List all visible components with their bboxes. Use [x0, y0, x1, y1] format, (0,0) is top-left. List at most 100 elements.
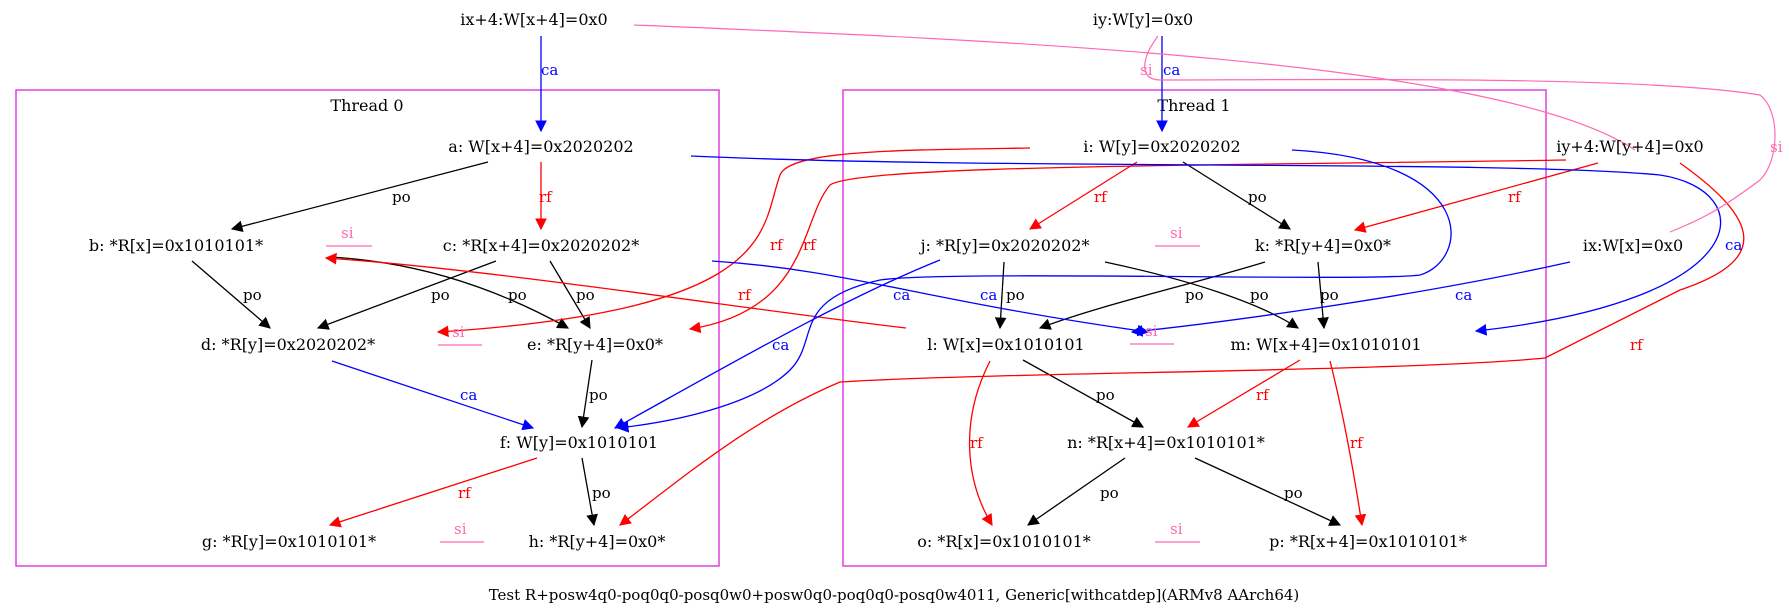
node-c: c: *R[x+4]=0x2020202*: [443, 236, 639, 255]
edge-si-iy-iy4: [1144, 35, 1776, 233]
label-si-ix4-iy4: si: [1140, 61, 1153, 79]
label-ca-ix-l: ca: [1455, 286, 1472, 304]
label-po-k-l: po: [1185, 286, 1204, 304]
edge-rf-f-g: [328, 457, 538, 528]
node-n: n: *R[x+4]=0x1010101*: [1067, 433, 1265, 452]
label-si-t0-mid: si: [452, 323, 465, 341]
edge-po-l-n: [1022, 359, 1145, 428]
label-si-t0-upper: si: [341, 224, 354, 242]
edge-rf-i-j: [1029, 161, 1138, 230]
label-rf-i-d: rf: [770, 236, 784, 254]
label-po-k-m: po: [1320, 286, 1339, 304]
edge-po-c-e: [549, 260, 591, 330]
node-g: g: *R[y]=0x1010101*: [202, 532, 376, 551]
edge-si-ix4-iy4: [633, 24, 1636, 151]
label-po-l-n: po: [1096, 386, 1115, 404]
label-si-t0-lower: si: [454, 520, 467, 538]
thread-1-title: Thread 1: [1157, 96, 1230, 115]
edge-ca-c-l: [711, 260, 1150, 337]
label-si-t1-lower: si: [1170, 520, 1183, 538]
label-po-c-e: po: [576, 286, 595, 304]
edge-po-j-l: [994, 261, 1007, 330]
edge-po-c-d: [316, 260, 497, 330]
label-po-a-b: po: [392, 188, 411, 206]
node-iy4: iy+4:W[y+4]=0x0: [1556, 137, 1703, 156]
edge-po-n-p: [1194, 457, 1342, 526]
edge-po-i-k: [1182, 161, 1291, 230]
edge-po-k-m: [1317, 261, 1329, 330]
label-po-b-e: po: [508, 286, 527, 304]
edge-ca-i-f: [616, 149, 1452, 433]
node-h: h: *R[y+4]=0x0*: [529, 532, 666, 551]
edge-rf-iy4-e: [688, 159, 1567, 334]
label-po-f-h: po: [592, 484, 611, 502]
edge-po-k-l: [1038, 261, 1266, 330]
node-ix: ix:W[x]=0x0: [1583, 236, 1683, 255]
label-rf-a-c: rf: [539, 188, 553, 206]
thread-0-title: Thread 0: [330, 96, 403, 115]
edge-ca-j-f: [613, 259, 941, 429]
node-e: e: *R[y+4]=0x0*: [527, 335, 663, 354]
edge-rf-l-o: [968, 360, 993, 527]
edge-rf-iy4-k: [1353, 162, 1599, 233]
thread-1-cluster: [842, 89, 1547, 567]
label-ca-j-f: ca: [772, 336, 789, 354]
label-ca-c-l: ca: [980, 286, 997, 304]
node-p: p: *R[x+4]=0x1010101*: [1269, 532, 1467, 551]
label-rf-m-n: rf: [1256, 386, 1270, 404]
label-ca-a-m: ca: [1725, 236, 1742, 254]
label-rf-m-p: rf: [1350, 434, 1364, 452]
label-rf-iy4-k: rf: [1508, 188, 1522, 206]
label-po-i-k: po: [1248, 188, 1267, 206]
label-po-j-m: po: [1250, 286, 1269, 304]
edge-ca-a-m: [690, 155, 1722, 336]
label-rf-iy4-e: rf: [803, 236, 817, 254]
edge-rf-l-b: [324, 252, 907, 329]
label-po-j-l: po: [1006, 286, 1025, 304]
node-i: i: W[y]=0x2020202: [1083, 137, 1240, 156]
label-rf-l-b: rf: [738, 286, 752, 304]
node-m: m: W[x+4]=0x1010101: [1230, 335, 1421, 354]
edge-po-b-d: [191, 260, 271, 329]
label-ca-ix4-a: ca: [541, 61, 558, 79]
node-iy: iy:W[y]=0x0: [1093, 10, 1193, 29]
label-po-b-d: po: [243, 286, 262, 304]
label-po-n-o: po: [1100, 484, 1119, 502]
edge-rf-m-p: [1329, 360, 1367, 527]
node-l: l: W[x]=0x1010101: [927, 335, 1084, 354]
edge-rf-m-n: [1186, 359, 1301, 428]
node-o: o: *R[x]=0x1010101*: [917, 532, 1091, 551]
label-si-t1-mid: si: [1145, 322, 1158, 340]
node-d: d: *R[y]=0x2020202*: [201, 335, 375, 354]
label-rf-l-o: rf: [970, 434, 984, 452]
label-po-e-f: po: [589, 386, 608, 404]
node-ix4: ix+4:W[x+4]=0x0: [460, 10, 607, 29]
label-si-iy-iy4: si: [1770, 138, 1783, 156]
edge-po-n-o: [1027, 457, 1126, 526]
edge-po-e-f: [577, 359, 593, 429]
label-rf-i-j: rf: [1094, 188, 1108, 206]
edge-po-j-m: [1104, 261, 1299, 329]
graph-caption: Test R+posw4q0-poq0q0-posq0w0+posw0q0-po…: [489, 586, 1300, 604]
node-b: b: *R[x]=0x1010101*: [89, 236, 263, 255]
label-po-n-p: po: [1284, 484, 1303, 502]
label-ca-i-f: ca: [893, 286, 910, 304]
edge-ca-ix-l: [1130, 261, 1571, 337]
label-rf-f-g: rf: [458, 484, 472, 502]
edge-ca-d-f: [331, 360, 535, 431]
thread-0-cluster: [15, 89, 720, 567]
node-j: j: *R[y]=0x2020202*: [919, 236, 1090, 255]
node-f: f: W[y]=0x1010101: [500, 433, 658, 452]
edge-rf-iy4-h: [619, 162, 1745, 526]
edge-po-f-h: [581, 457, 598, 527]
node-a: a: W[x+4]=0x2020202: [448, 137, 633, 156]
edge-rf-i-d: [436, 147, 1031, 338]
label-po-c-d: po: [431, 286, 450, 304]
edge-po-a-b: [230, 161, 489, 232]
label-si-t1-upper: si: [1170, 224, 1183, 242]
node-k: k: *R[y+4]=0x0*: [1255, 236, 1391, 255]
edge-po-b-e: [329, 256, 570, 329]
label-ca-iy-i: ca: [1163, 61, 1180, 79]
label-rf-iy4-h: rf: [1630, 336, 1644, 354]
